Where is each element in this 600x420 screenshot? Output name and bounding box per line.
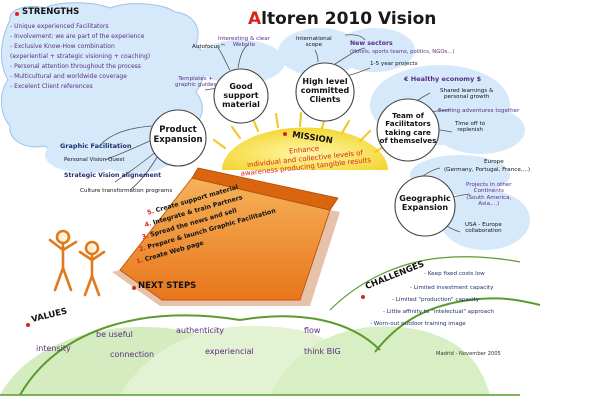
next-steps-heading: NEXT STEPS — [138, 281, 197, 291]
step-3-number: 3. — [141, 232, 150, 242]
templates-label: Templates + graphic guides — [175, 76, 217, 89]
circle-high-level — [295, 62, 355, 122]
hill-right — [270, 326, 490, 395]
step-2-number: 2. — [138, 244, 147, 254]
strength-item: - Unique experienced Facilitators — [10, 23, 109, 30]
mission-sun — [212, 111, 388, 170]
geographic-label: Geographic Expansion — [399, 194, 451, 213]
value-item: be useful — [96, 330, 133, 339]
challenge-item: - Little affinity to "intelectual" appro… — [383, 309, 494, 315]
value-item: intensity — [36, 344, 71, 353]
strengths-heading: STRENGTHS — [22, 7, 80, 17]
rainbow-line — [19, 314, 241, 396]
shared-learnings-label: Shared learnings & personal growth — [440, 88, 494, 101]
graphic-facilitation-label: Graphic Facilitation — [60, 142, 132, 150]
new-sectors-label: New sectors — [350, 40, 393, 47]
europe-label: Europe — [484, 159, 504, 165]
strength-item: - Exclusive Know-How combination — [10, 43, 115, 50]
cloud-support — [195, 40, 285, 84]
title-rest: ltoren 2010 Vision — [261, 9, 437, 29]
new-sectors-detail: (Hotels, sports teams, politics, NGOs...… — [350, 49, 455, 55]
healthy-economy-label: € Healthy economy $ — [404, 75, 482, 83]
step-5-number: 5. — [146, 208, 155, 217]
challenge-item: - Limited "production" capacity — [392, 297, 480, 303]
stick-figures — [48, 229, 106, 297]
challenge-item: - Keep fixed costs low — [424, 271, 485, 277]
circle-product — [149, 109, 207, 167]
international-label: International scope — [296, 36, 332, 49]
strategic-vision-label: Strategic Vision alignement — [64, 172, 162, 179]
page-title: Altoren 2010 Vision — [248, 9, 437, 30]
strength-item: (experiential + strategic visioning + co… — [10, 53, 151, 60]
personal-vision-label: Personal Vision Quest — [64, 157, 125, 163]
circle-team — [376, 98, 440, 162]
autofocus-label: Autofocus™ — [192, 44, 226, 50]
value-item: think BIG — [304, 347, 341, 356]
values-dot — [26, 323, 30, 327]
value-item: flow — [304, 326, 321, 335]
strength-item: - Multicultural and worldwide coverage — [10, 73, 127, 80]
challenges-arc — [329, 256, 521, 311]
cloud-geo — [440, 190, 530, 250]
challenge-item: - Worn-out outdoor training image — [370, 321, 466, 327]
strengths-dot — [15, 12, 19, 16]
projects-continents-label: Projects in other Continents (South Amer… — [466, 182, 512, 208]
product-expansion-label: Product Expansion — [153, 125, 203, 145]
challenge-item: - Limited investment capacity — [410, 285, 494, 291]
strength-item: - Excelent Client references — [10, 83, 93, 90]
cloud-graphic — [45, 137, 125, 173]
challenges-dot — [361, 295, 365, 299]
mission-dot — [283, 132, 287, 136]
step-1-number: 1. — [135, 256, 145, 266]
strength-item: - Involvement: we are part of the experi… — [10, 33, 145, 40]
high-level-label: High level committed Clients — [300, 77, 350, 105]
europe-detail: (Germany, Portugal, France,...) — [444, 167, 531, 173]
website-label: Interesting & clear Website — [218, 36, 270, 49]
strength-item: - Personal attention throughout the proc… — [10, 63, 141, 70]
time-off-label: Time off to replenish — [455, 121, 486, 134]
usa-label: USA - Europe collaboration — [465, 222, 502, 235]
step-4-number: 4. — [143, 220, 153, 229]
footer-note: Madrid - November 2005 — [436, 351, 501, 357]
culture-label: Culture transformation programs — [80, 188, 173, 194]
team-label: Team of Facilitators taking care of them… — [379, 111, 437, 145]
value-item: connection — [110, 350, 155, 359]
exciting-label: Exciting adventures together — [438, 108, 520, 114]
circle-good-support — [213, 68, 269, 124]
good-support-label: Good support material — [222, 82, 260, 110]
cloud-team-2 — [435, 106, 525, 154]
next-steps-arrow — [112, 167, 340, 306]
strengths-list: - Unique experienced Facilitators - Invo… — [10, 22, 200, 92]
next-steps-dot — [132, 286, 136, 290]
cloud-sectors — [335, 28, 415, 72]
value-item: authenticity — [176, 326, 225, 335]
projects-label: 1-5 year projects — [370, 61, 418, 67]
circle-geographic — [394, 175, 456, 237]
value-item: experiencial — [205, 347, 254, 356]
title-first-letter: A — [248, 9, 262, 29]
